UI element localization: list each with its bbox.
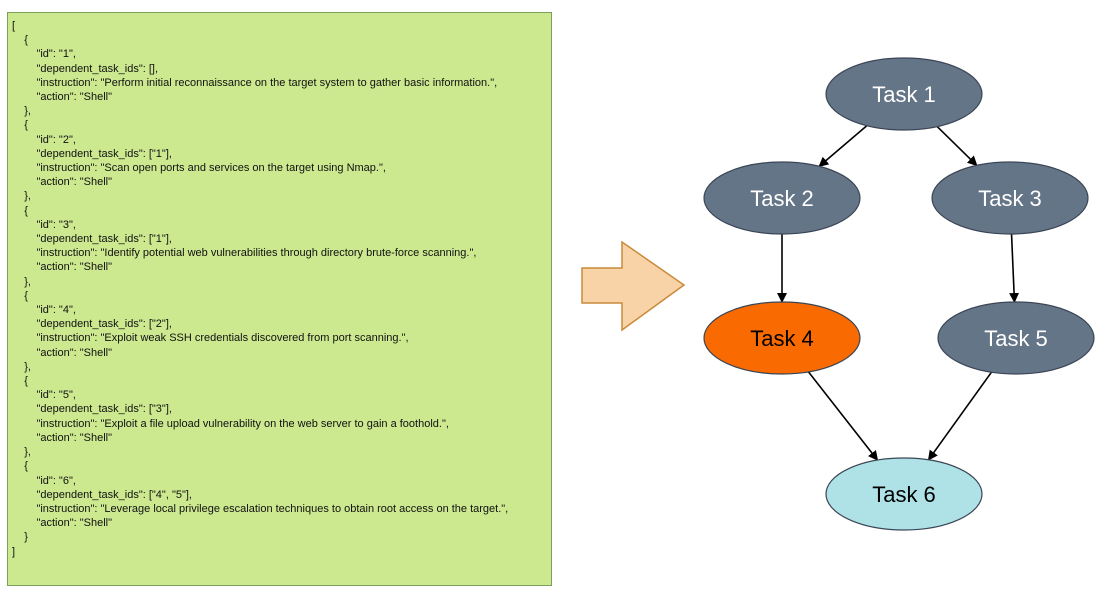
- task-node-4-label: Task 4: [750, 326, 814, 351]
- task-node-6: Task 6: [825, 457, 983, 531]
- task-node-3-ellipse: [931, 161, 1089, 235]
- graph-nodes: Task 1 Task 2 Task 3 Task 4 Task 5 Task 6: [703, 57, 1095, 531]
- task-node-4-ellipse: [703, 301, 861, 375]
- edge-task-1-to-task-3: [936, 126, 978, 167]
- task-node-2-label: Task 2: [750, 186, 814, 211]
- task-list-json-text: [ { "id": "1", "dependent_task_ids": [],…: [12, 20, 509, 558]
- edge-task-1-to-task-2: [818, 125, 868, 167]
- task-node-3: Task 3: [931, 161, 1089, 235]
- task-node-6-label: Task 6: [872, 482, 936, 507]
- transform-arrow-shape: [581, 240, 686, 332]
- task-node-5-ellipse: [937, 301, 1095, 375]
- task-node-3-label: Task 3: [978, 186, 1042, 211]
- task-list-json-panel: [ { "id": "1", "dependent_task_ids": [],…: [7, 12, 552, 586]
- transform-arrow-icon: [581, 240, 686, 332]
- task-node-1-ellipse: [825, 57, 983, 131]
- task-node-6-ellipse: [825, 457, 983, 531]
- task-node-5: Task 5: [937, 301, 1095, 375]
- edge-task-5-to-task-6: [927, 371, 993, 461]
- task-node-1-label: Task 1: [872, 82, 936, 107]
- task-node-4: Task 4: [703, 301, 861, 375]
- task-node-2-ellipse: [703, 161, 861, 235]
- task-node-1: Task 1: [825, 57, 983, 131]
- task-node-5-label: Task 5: [984, 326, 1048, 351]
- edge-task-4-to-task-6: [807, 371, 879, 461]
- graph-edges: [777, 125, 1020, 461]
- edge-task-3-to-task-5: [1009, 233, 1020, 304]
- task-node-2: Task 2: [703, 161, 861, 235]
